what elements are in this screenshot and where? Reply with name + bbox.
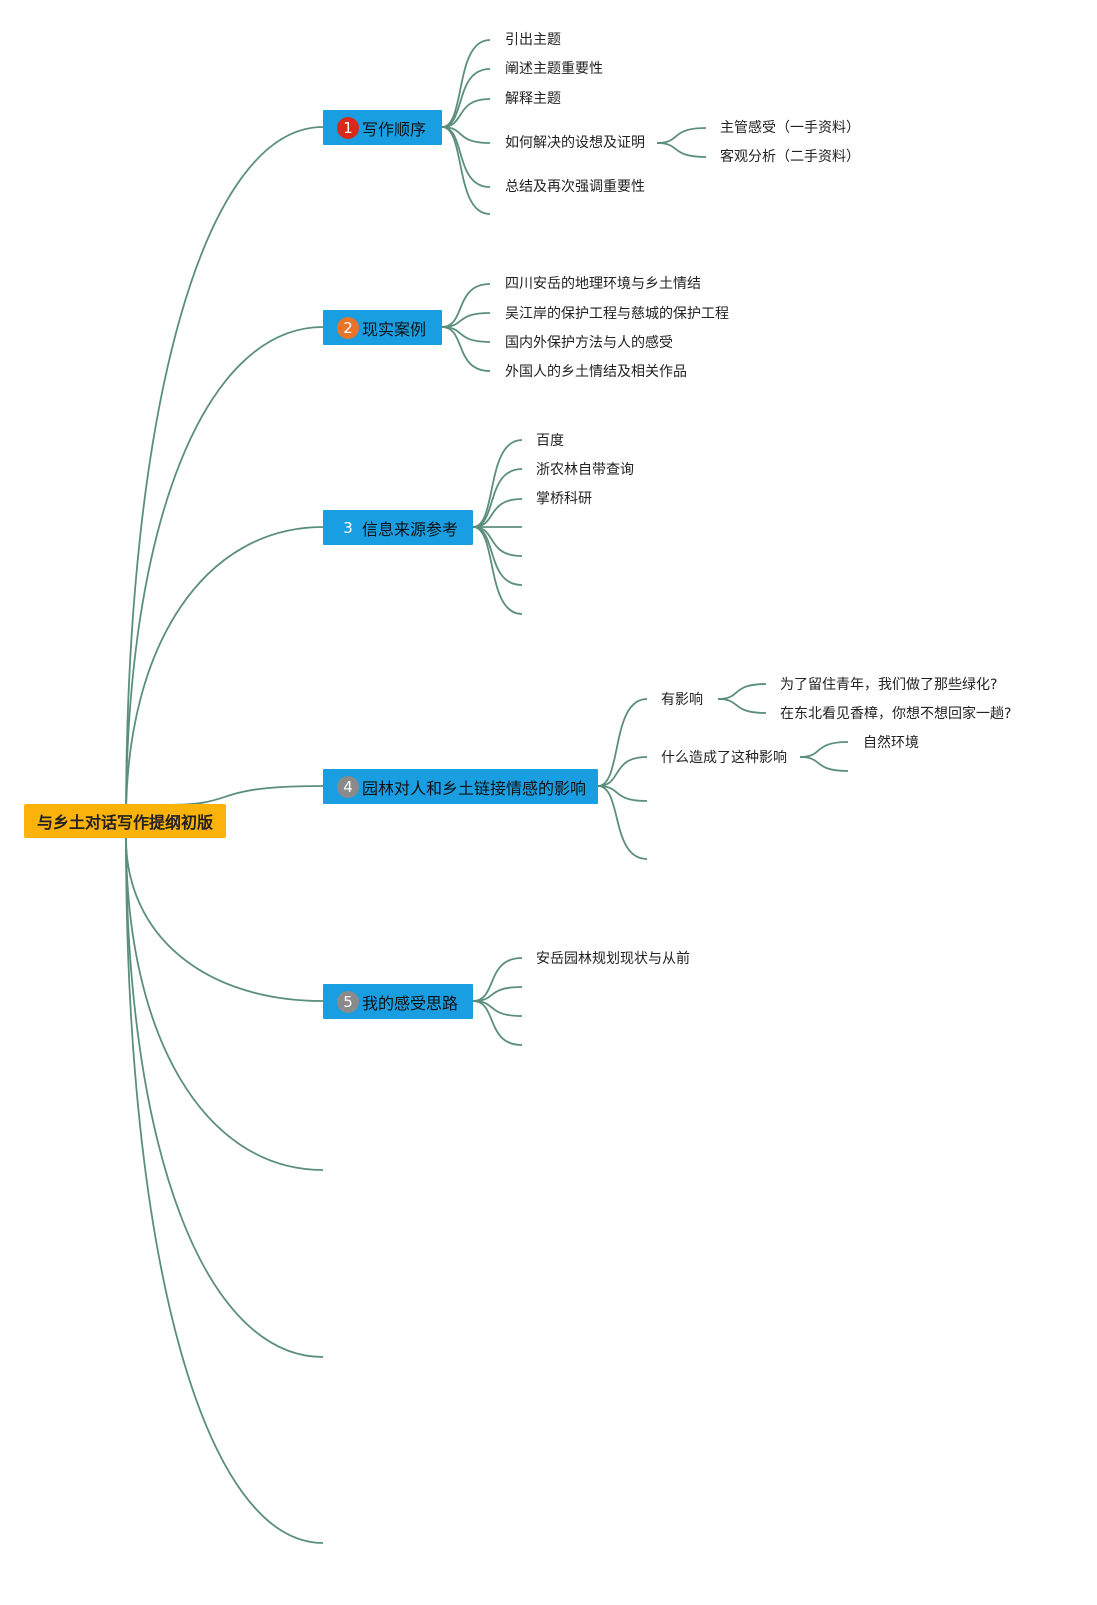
subtopic-theme-importance[interactable]: 阐述主题重要性 [505, 61, 603, 77]
root-topic[interactable]: 与乡土对话写作提纲初版 [24, 804, 226, 838]
subtopic-introduce-theme[interactable]: 引出主题 [505, 32, 561, 48]
topic-writing-order[interactable]: 1 写作顺序 [323, 110, 442, 145]
subtopic-keep-youth[interactable]: 为了留住青年，我们做了那些绿化? [780, 677, 998, 693]
subtopic-protection-projects[interactable]: 吴江岸的保护工程与慈城的保护工程 [505, 306, 729, 322]
subtopic-solution-proof[interactable]: 如何解决的设想及证明 [505, 135, 645, 151]
number-5-badge-icon: 5 [337, 990, 359, 1013]
subtopic-has-influence[interactable]: 有影响 [661, 692, 703, 708]
subtopic-explain-theme[interactable]: 解释主题 [505, 91, 561, 107]
root-branch-connector [164, 785, 324, 806]
root-branch-connector [125, 526, 324, 821]
subtopic-foreign-works[interactable]: 外国人的乡土情结及相关作品 [505, 364, 687, 380]
topic-info-sources[interactable]: 3 信息来源参考 [323, 510, 473, 545]
number-4-badge-icon: 4 [337, 775, 359, 798]
child-connector [441, 98, 491, 128]
child-connector [441, 126, 491, 188]
subtopic-subjective-feeling[interactable]: 主管感受（一手资料） [720, 120, 860, 136]
topic-label: 园林对人和乡土链接情感的影响 [362, 778, 587, 798]
subtopic-objective-analysis[interactable]: 客观分析（二手资料） [720, 149, 860, 165]
child-connector [656, 127, 707, 144]
topic-label: 现实案例 [362, 319, 427, 339]
topic-garden-influence[interactable]: 4 园林对人和乡土链接情感的影响 [323, 769, 598, 804]
root-branch-connector [125, 837, 324, 1002]
root-branch-connector [125, 126, 324, 821]
child-connector [597, 785, 648, 860]
child-connector [799, 756, 849, 772]
child-connector [597, 698, 648, 787]
subtopic-zhangqiao[interactable]: 掌桥科研 [536, 491, 592, 507]
topic-label: 信息来源参考 [362, 519, 459, 539]
topic-label: 写作顺序 [362, 119, 427, 139]
child-connector [597, 756, 648, 787]
subtopic-cause-of-influence[interactable]: 什么造成了这种影响 [661, 750, 787, 766]
topic-label: 我的感受思路 [362, 993, 459, 1013]
child-connector [472, 957, 523, 1002]
root-branch-connector [125, 326, 324, 821]
root-branch-connector [125, 837, 324, 1544]
child-connector [441, 283, 491, 328]
child-connector [441, 326, 491, 372]
root-branch-connector [125, 837, 324, 1171]
child-connector [597, 785, 648, 802]
subtopic-baidu[interactable]: 百度 [536, 433, 564, 449]
subtopic-natural-environment[interactable]: 自然环境 [863, 735, 919, 751]
child-connector [717, 683, 767, 700]
child-connector [472, 1000, 523, 1046]
child-connector [441, 126, 491, 215]
child-connector [472, 526, 523, 615]
subtopic-summary[interactable]: 总结及再次强调重要性 [505, 179, 645, 195]
root-branch-connector [125, 837, 324, 1358]
child-connector [472, 439, 523, 528]
child-connector [441, 39, 491, 128]
child-connector [472, 468, 523, 528]
topic-real-cases[interactable]: 2 现实案例 [323, 310, 442, 345]
subtopic-anyue-geography[interactable]: 四川安岳的地理环境与乡土情结 [505, 276, 701, 292]
subtopic-protection-methods[interactable]: 国内外保护方法与人的感受 [505, 335, 673, 351]
number-3-badge-icon: 3 [337, 516, 359, 539]
child-connector [656, 142, 707, 158]
number-1-badge-icon: 1 [337, 116, 359, 139]
root-label: 与乡土对话写作提纲初版 [36, 813, 213, 832]
child-connector [441, 68, 491, 128]
number-2-badge-icon: 2 [337, 316, 359, 339]
subtopic-camphor-northeast[interactable]: 在东北看见香樟，你想不想回家一趟? [780, 706, 1012, 722]
child-connector [799, 741, 849, 758]
subtopic-zafu-search[interactable]: 浙农林自带查询 [536, 462, 634, 478]
child-connector [717, 698, 767, 714]
subtopic-anyue-planning[interactable]: 安岳园林规划现状与从前 [536, 951, 690, 967]
topic-my-thoughts[interactable]: 5 我的感受思路 [323, 984, 473, 1019]
